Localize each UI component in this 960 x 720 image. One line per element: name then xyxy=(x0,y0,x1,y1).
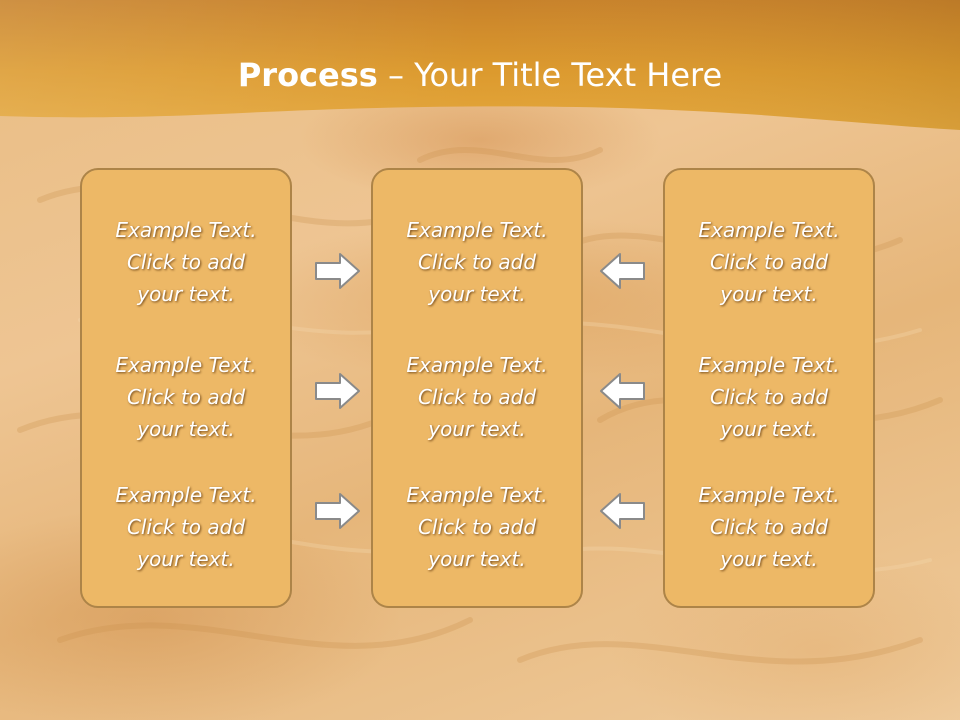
text-line: your text. xyxy=(428,547,526,571)
text-line: Click to add xyxy=(709,250,829,274)
header-band xyxy=(0,0,960,130)
text-line: Click to add xyxy=(417,385,537,409)
text-line: Click to add xyxy=(126,515,246,539)
text-line: Click to add xyxy=(709,515,829,539)
text-line: your text. xyxy=(720,282,818,306)
text-line: Example Text. xyxy=(115,353,257,377)
left-arrow-icon xyxy=(600,493,645,529)
right-arrow-icon xyxy=(315,253,360,289)
right-panel[interactable]: Example Text. Click to add your text. Ex… xyxy=(663,168,875,608)
text-line: Example Text. xyxy=(698,483,840,507)
right-arrow-icon xyxy=(315,373,360,409)
text-line: your text. xyxy=(137,547,235,571)
right-arrow-icon xyxy=(315,493,360,529)
center-panel[interactable]: Example Text. Click to add your text. Ex… xyxy=(371,168,583,608)
text-line: Example Text. xyxy=(115,483,257,507)
text-line: Example Text. xyxy=(698,218,840,242)
text-line: Example Text. xyxy=(698,353,840,377)
text-line: your text. xyxy=(428,282,526,306)
text-line: your text. xyxy=(720,547,818,571)
text-line: Click to add xyxy=(417,515,537,539)
text-line: Example Text. xyxy=(406,218,548,242)
text-line: your text. xyxy=(720,417,818,441)
text-line: Click to add xyxy=(417,250,537,274)
text-line: your text. xyxy=(137,282,235,306)
title-bold: Process xyxy=(237,56,378,94)
slide-title[interactable]: Process – Your Title Text Here xyxy=(0,52,960,98)
text-line: Example Text. xyxy=(115,218,257,242)
right-panel-text-1[interactable]: Example Text. Click to add your text. xyxy=(665,214,873,314)
center-panel-text-1[interactable]: Example Text. Click to add your text. xyxy=(373,214,581,314)
right-panel-text-2[interactable]: Example Text. Click to add your text. xyxy=(665,349,873,449)
left-panel[interactable]: Example Text. Click to add your text. Ex… xyxy=(80,168,292,608)
center-panel-text-3[interactable]: Example Text. Click to add your text. xyxy=(373,479,581,579)
left-panel-text-3[interactable]: Example Text. Click to add your text. xyxy=(82,479,290,579)
text-line: Example Text. xyxy=(406,483,548,507)
text-line: Example Text. xyxy=(406,353,548,377)
text-line: Click to add xyxy=(709,385,829,409)
left-panel-text-2[interactable]: Example Text. Click to add your text. xyxy=(82,349,290,449)
center-panel-text-2[interactable]: Example Text. Click to add your text. xyxy=(373,349,581,449)
left-arrow-icon xyxy=(600,373,645,409)
right-panel-text-3[interactable]: Example Text. Click to add your text. xyxy=(665,479,873,579)
text-line: your text. xyxy=(137,417,235,441)
text-line: Click to add xyxy=(126,385,246,409)
text-line: your text. xyxy=(428,417,526,441)
left-panel-text-1[interactable]: Example Text. Click to add your text. xyxy=(82,214,290,314)
text-line: Click to add xyxy=(126,250,246,274)
title-rest: – Your Title Text Here xyxy=(377,56,723,94)
left-arrow-icon xyxy=(600,253,645,289)
